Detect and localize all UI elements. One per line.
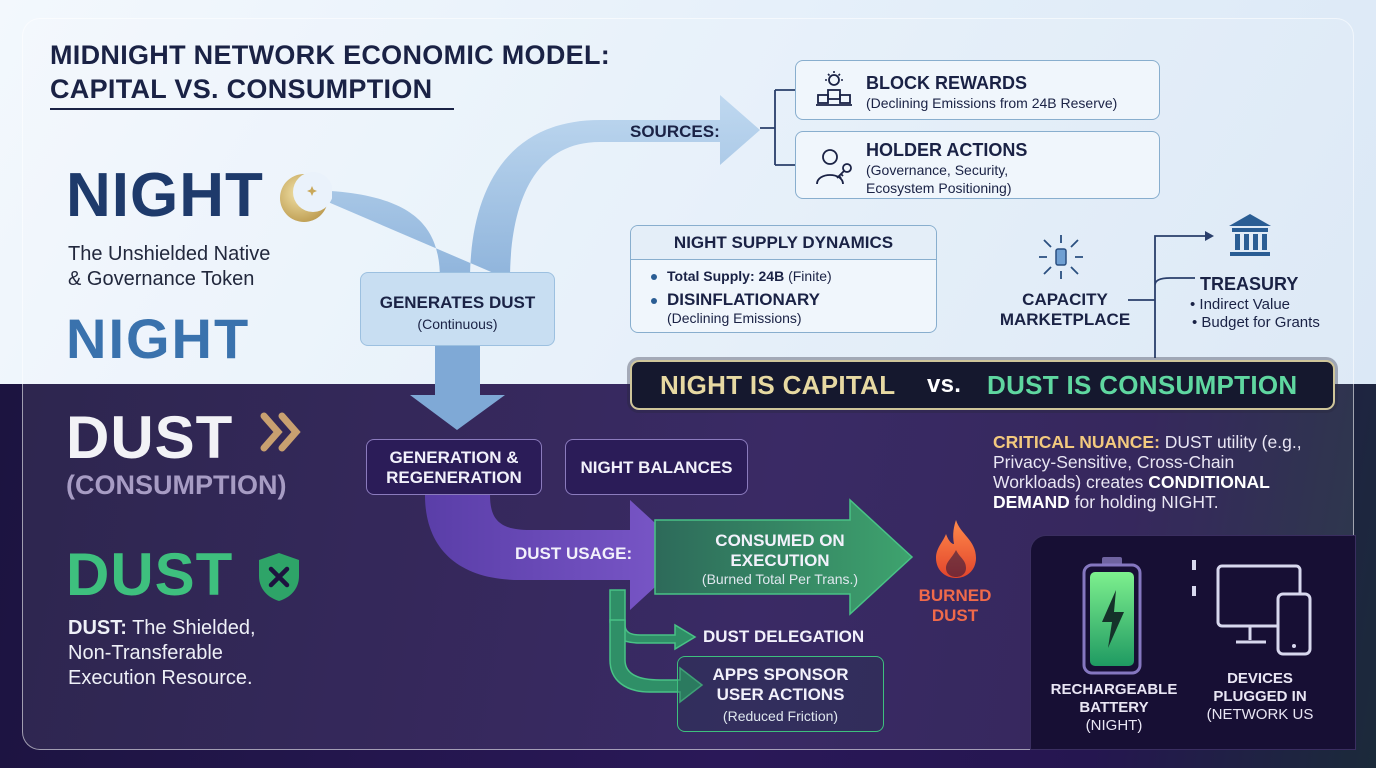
expand-arrows-icon [1039,235,1083,279]
double-chevron-icon [260,412,301,452]
title-line2: CAPITAL VS. CONSUMPTION [50,74,433,104]
capital-vs-consumption-banner: NIGHT IS CAPITAL vs. DUST IS CONSUMPTION [630,360,1335,410]
night-logo-text: NIGHT [66,307,251,370]
block-rewards-box: BLOCK REWARDS (Declining Emissions from … [795,60,1160,120]
consumed-sub: (Burned Total Per Trans.) [701,571,859,587]
supply-total: Total Supply: 24B (Finite) [667,268,832,284]
bullet-dot [651,274,657,280]
supply-dynamics-box: NIGHT SUPPLY DYNAMICS Total Supply: 24B … [630,225,937,333]
bank-icon [1229,214,1271,256]
treasury-title: TREASURY [1200,274,1299,294]
generates-dust-sub: (Continuous) [417,316,498,332]
shield-x-icon [259,553,299,601]
dust-consumption-label: (CONSUMPTION) [66,470,287,500]
night-to-sources-arrow [300,95,760,280]
page-title: MIDNIGHT NETWORK ECONOMIC MODEL: CAPITAL… [50,38,690,106]
bullet-dot [651,298,657,304]
moon-icon [280,172,332,222]
capacity-arrowhead [1205,231,1214,241]
treasury-bullet: • Budget for Grants [1192,314,1320,331]
banner-night-text: NIGHT IS CAPITAL [660,370,896,400]
consumed-arrow [654,498,914,616]
generates-dust-title: GENERATES DUST [379,293,536,312]
night-heading: NIGHT [66,161,264,230]
fire-icon [936,520,976,578]
block-rewards-title: BLOCK REWARDS [866,73,1027,93]
critical-nuance-text: CRITICAL NUANCE: DUST utility (e.g., Pri… [993,432,1302,512]
block-rewards-sub: (Declining Emissions from 24B Reserve) [866,95,1118,111]
devices-label: DEVICES PLUGGED IN (NETWORK US [1206,670,1314,723]
dust-delegation-label: DUST DELEGATION [703,627,865,646]
dust-usage-label: DUST USAGE: [515,544,633,563]
generates-dust-box: GENERATES DUST (Continuous) [360,272,555,346]
holder-actions-box: HOLDER ACTIONS (Governance, Security, Ec… [795,131,1160,199]
supply-disinflationary: DISINFLATIONARY [667,290,820,309]
banner-vs-text: vs. [927,371,962,398]
holder-actions-title: HOLDER ACTIONS [866,140,1028,160]
generation-to-usage-arrow [425,495,690,610]
sources-bracket [760,89,795,166]
title-underline [50,108,454,110]
down-arrow [410,346,505,430]
generation-regeneration-label: GENERATION &REGENERATION [386,448,522,487]
capacity-lines [1128,235,1208,358]
apps-sponsor-sub: (Reduced Friction) [722,708,839,724]
sources-label: SOURCES: [630,122,720,141]
sponsor-arrow [609,619,704,704]
supply-dynamics-title: NIGHT SUPPLY DYNAMICS [631,226,936,260]
capacity-marketplace-label: CAPACITY MARKETPLACE [999,290,1131,329]
user-key-icon [816,149,852,185]
devices-icon [1192,560,1312,656]
dust-heading: DUST [66,404,234,471]
title-line1: MIDNIGHT NETWORK ECONOMIC MODEL: [50,40,611,70]
night-balances-label: NIGHT BALANCES [580,458,733,477]
treasury-bullet: • Indirect Value [1190,296,1291,313]
supply-declining: (Declining Emissions) [667,310,802,326]
night-subtitle: The Unshielded Native & Governance Token [68,243,271,290]
holder-actions-sub: (Governance, Security, Ecosystem Positio… [866,162,1012,196]
battery-label: RECHARGEABLE BATTERY (NIGHT) [1050,681,1178,734]
battery-icon [1082,557,1142,675]
banner-dust-text: DUST IS CONSUMPTION [987,370,1298,400]
podium-sun-icon [816,71,852,106]
dust-description: DUST: The Shielded, Non-Transferable Exe… [68,617,256,689]
night-balances-box: NIGHT BALANCES [565,439,748,495]
generation-regeneration-box: GENERATION &REGENERATION [366,439,542,495]
dust-green-heading: DUST [66,541,234,608]
